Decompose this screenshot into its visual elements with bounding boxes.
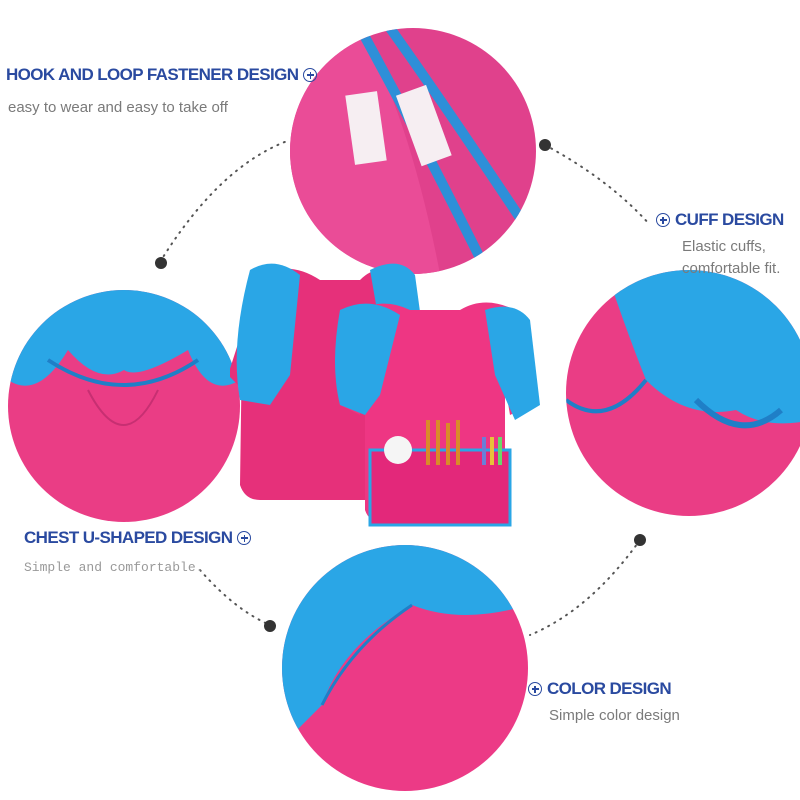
chest-closeup-image (8, 290, 240, 522)
cuff-closeup-image (566, 270, 800, 516)
connector-dot (539, 139, 551, 151)
connector-dot (264, 620, 276, 632)
plus-circle-icon (528, 682, 542, 696)
connector-dot (155, 257, 167, 269)
cuff-desc-line1: Elastic cuffs, (682, 238, 766, 255)
product-smocks-image (230, 255, 560, 540)
connector-dot (634, 534, 646, 546)
cuff-desc-line2: comfortable fit. (682, 260, 781, 277)
plus-circle-icon (303, 68, 318, 82)
color-title: COLOR DESIGN (528, 679, 672, 699)
chest-title: CHEST U-SHAPED DESIGN (24, 528, 252, 548)
chest-desc: Simple and comfortable. (24, 560, 204, 575)
plus-circle-icon (237, 531, 252, 545)
color-closeup-image (282, 545, 528, 791)
plus-circle-icon (656, 213, 670, 227)
hook-loop-desc: easy to wear and easy to take off (8, 99, 228, 116)
hook-loop-title: HOOK AND LOOP FASTENER DESIGN (6, 65, 318, 85)
color-desc: Simple color design (549, 707, 680, 724)
hook-loop-closeup-image (290, 28, 536, 274)
cuff-title: CUFF DESIGN (656, 210, 784, 230)
